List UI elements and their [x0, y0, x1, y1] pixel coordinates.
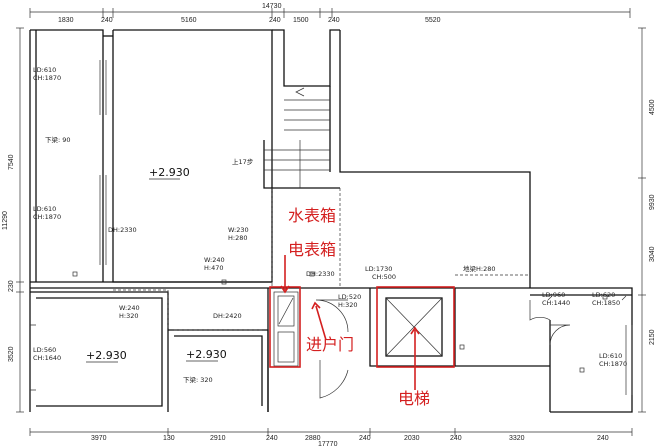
left-dimension-chain: 7540 11290 230 3520	[2, 27, 24, 413]
label-ld560: LD:560	[33, 346, 56, 354]
dim-top-2: 5160	[181, 17, 197, 24]
dim-bottom-7: 240	[450, 435, 462, 442]
dim-bottom-6: 2030	[404, 435, 420, 442]
meter-box-highlight	[269, 286, 301, 368]
doors	[315, 295, 627, 399]
dim-top-1: 240	[101, 17, 113, 24]
label-shang-17-bu: 上17步	[232, 157, 254, 166]
label-h470: H:470	[204, 264, 223, 272]
label-ld520: LD:520	[338, 293, 361, 301]
dim-bottom-1: 130	[163, 435, 175, 442]
dim-left-0: 7540	[8, 154, 15, 170]
level-lower-left: +2.930	[86, 349, 127, 362]
dim-bottom-9: 240	[597, 435, 609, 442]
dim-bottom-0: 3970	[91, 435, 107, 442]
fixtures	[72, 271, 608, 373]
label-h280-a: H:280	[228, 234, 247, 242]
dim-top-total: 14730	[262, 3, 282, 10]
label-ch1870-c: CH:1870	[599, 360, 627, 368]
dim-left-2: 230	[8, 280, 15, 292]
label-ld610-a: LD:610	[33, 66, 56, 74]
dim-bottom-5: 240	[359, 435, 371, 442]
right-dimension-chain: 4500 9930 3040 2150	[638, 27, 656, 413]
bottom-dimension-chain: 3970 130 2910 240 2880 240 2030 240 3320…	[29, 428, 633, 446]
label-ld620: LD:620	[592, 291, 615, 299]
label-w240-a: W:240	[204, 256, 225, 264]
walls	[29, 29, 633, 413]
label-h320-b: H:320	[119, 312, 138, 320]
label-ch500: CH:500	[372, 273, 396, 281]
dim-bottom-8: 3320	[509, 435, 525, 442]
level-lower-mid: +2.930	[186, 348, 227, 361]
elevator-shaft	[385, 297, 443, 357]
meter-box-area	[273, 291, 299, 367]
dim-right-2: 3040	[649, 246, 656, 262]
annotation-elevator: 电梯	[398, 389, 430, 408]
dim-top-4: 1500	[293, 17, 309, 24]
dim-bottom-3: 240	[266, 435, 278, 442]
label-h320-a: H:320	[338, 301, 357, 309]
label-w230: W:230	[228, 226, 249, 234]
level-main: +2.930	[149, 166, 190, 179]
room-labels: LD:610 CH:1870 下梁: 90 LD:610 CH:1870 DH:…	[33, 66, 627, 384]
annotation-water-meter-box: 水表箱	[288, 206, 336, 225]
label-ch1850: CH:1850	[592, 299, 620, 307]
dim-right-3: 2150	[649, 329, 656, 345]
label-ld1730: LD:1730	[365, 265, 392, 273]
label-ch1440: CH:1440	[542, 299, 570, 307]
dim-top-5: 240	[328, 17, 340, 24]
label-ch1870-b: CH:1870	[33, 213, 61, 221]
dim-top-3: 240	[269, 17, 281, 24]
label-ch1870-a: CH:1870	[33, 74, 61, 82]
label-dh2420: DH:2420	[213, 312, 242, 320]
dim-bottom-2: 2910	[210, 435, 226, 442]
top-dimension-chain: 14730 1830 240 5160 240 1500 240 5520	[29, 3, 631, 24]
dim-top-0: 1830	[58, 17, 74, 24]
dim-left-1: 11290	[2, 211, 9, 230]
stair-steps	[264, 87, 330, 188]
label-dh2330-b: DH:2330	[306, 270, 335, 278]
label-dh2330-a: DH:2330	[108, 226, 137, 234]
red-annotations: 水表箱 电表箱 进户门 电梯	[288, 206, 430, 408]
dim-right-0: 4500	[649, 99, 656, 115]
label-ld610-c: LD:610	[599, 352, 622, 360]
dim-bottom-4: 2880	[305, 435, 321, 442]
label-xia-liang-90: 下梁: 90	[45, 135, 71, 144]
label-xia-liang-320: 下梁: 320	[183, 375, 213, 384]
label-w240-b: W:240	[119, 304, 140, 312]
label-diliang-280: 地梁H:280	[463, 264, 495, 273]
dim-left-3: 3520	[8, 346, 15, 362]
annotation-electric-meter-box: 电表箱	[288, 240, 336, 259]
dim-right-1: 9930	[649, 194, 656, 210]
label-ch1640: CH:1640	[33, 354, 61, 362]
label-ld610-b: LD:610	[33, 205, 56, 213]
dim-top-6: 5520	[425, 17, 441, 24]
beam-lines	[113, 188, 530, 331]
label-ld960: LD:960	[542, 291, 565, 299]
level-marks: +2.930 +2.930 +2.930	[86, 166, 227, 363]
annotation-highlights	[269, 255, 455, 390]
dim-bottom-total: 17770	[318, 441, 338, 446]
annotation-entry-door: 进户门	[306, 335, 354, 354]
